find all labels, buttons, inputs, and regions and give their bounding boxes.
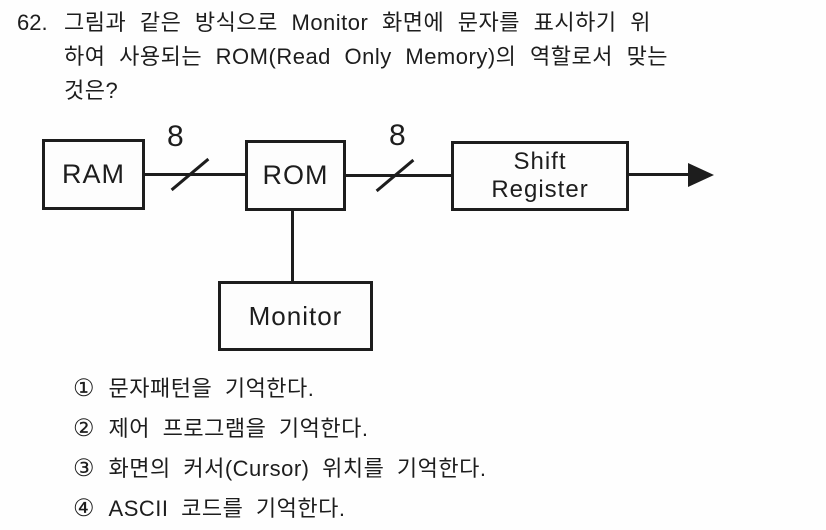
shift-register-box-label-line1: Shift [513,148,567,175]
question-text: 그림과 같은 방식으로 Monitor 화면에 문자를 표시하기 위 하여 사용… [64,6,804,108]
options-list: ① 문자패턴을 기억한다. ② 제어 프로그램을 기억한다. ③ 화면의 커서(… [73,371,487,530]
output-arrow-line [628,173,692,176]
rom-box-label: ROM [262,160,329,190]
shift-register-box: Shift Register [451,141,629,211]
monitor-box-label: Monitor [248,300,343,331]
option-4: ④ ASCII 코드를 기억한다. [73,491,487,522]
question-line: 그림과 같은 방식으로 Monitor 화면에 문자를 표시하기 위 [64,10,651,35]
option-2-text: 제어 프로그램을 기억한다. [108,416,369,441]
monitor-box: Monitor [218,281,373,351]
line-rom-monitor [291,210,294,282]
option-3-text: 화면의 커서(Cursor) 위치를 기억한다. [108,456,487,481]
question-line: 하여 사용되는 ROM(Read Only Memory)의 역할로서 맞는 [64,44,669,69]
option-3: ③ 화면의 커서(Cursor) 위치를 기억한다. [73,451,487,482]
bus-width-label: 8 [389,119,406,152]
option-1-marker: ① [73,375,95,402]
option-3-marker: ③ [73,455,95,482]
bus-line-rom-shift [345,174,452,177]
option-4-text: ASCII 코드를 기억한다. [108,496,346,521]
option-1: ① 문자패턴을 기억한다. [73,371,487,402]
option-1-text: 문자패턴을 기억한다. [108,376,315,401]
option-2-marker: ② [73,415,95,442]
ram-box-label: RAM [62,159,125,189]
shift-register-box-label-line2: Register [491,176,589,203]
rom-box: ROM [245,140,346,211]
arrowhead-icon [688,163,714,187]
question-line: 것은? [64,78,119,103]
bus-width-label: 8 [167,120,184,153]
question-number: 62. [17,10,48,35]
option-4-marker: ④ [73,495,95,522]
ram-box: RAM [42,139,145,210]
block-diagram: RAM ROM Shift Register Monitor 8 8 [42,119,714,351]
option-2: ② 제어 프로그램을 기억한다. [73,411,487,442]
bus-line-ram-rom [144,173,246,176]
